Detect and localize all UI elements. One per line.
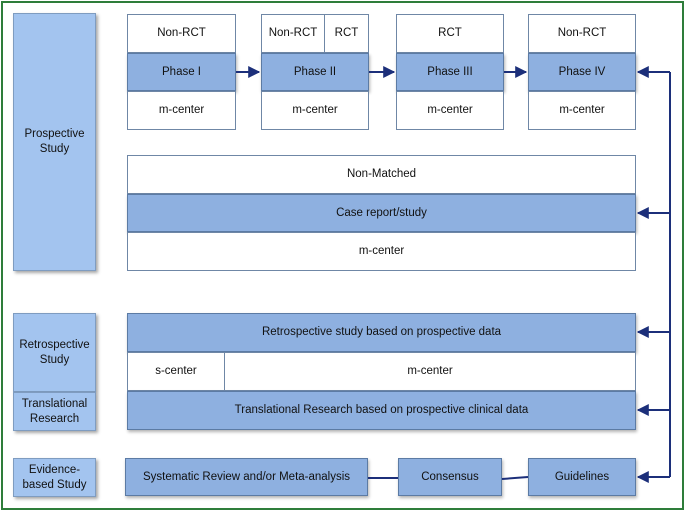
case-center-box: m-center [127, 232, 636, 271]
phase2-center-box: m-center [261, 91, 369, 130]
s-center-box: s-center [127, 352, 225, 391]
phase2-non-rct-label: Non-RCT [268, 27, 318, 40]
phase2-divider [324, 14, 325, 53]
phase1-center-box: m-center [127, 91, 236, 130]
phase1-design-box: Non-RCT [127, 14, 236, 53]
phase4-center-box: m-center [528, 91, 636, 130]
evidence-link-consensus-guidelines [501, 476, 529, 480]
evidence-based-study-label: Evidence-based Study [13, 458, 96, 497]
phase1-box: Phase I [127, 53, 236, 91]
phase2-box: Phase II [261, 53, 369, 91]
phase2-rct-label: RCT [334, 27, 359, 40]
phase3-box: Phase III [396, 53, 504, 91]
guidelines-box: Guidelines [528, 458, 636, 496]
phase2-design-box [261, 14, 369, 53]
retrospective-study-label: Retrospective Study [13, 313, 96, 392]
phase4-design-box: Non-RCT [528, 14, 636, 53]
phase3-design-box: RCT [396, 14, 504, 53]
prospective-study-label: Prospective Study [13, 13, 96, 271]
consensus-box: Consensus [398, 458, 502, 496]
translational-research-label: Translational Research [13, 392, 96, 431]
phase4-box: Phase IV [528, 53, 636, 91]
systematic-review-box: Systematic Review and/or Meta-analysis [125, 458, 368, 496]
case-report-box: Case report/study [127, 194, 636, 232]
retrospective-study-box: Retrospective study based on prospective… [127, 313, 636, 352]
phase3-center-box: m-center [396, 91, 504, 130]
non-matched-box: Non-Matched [127, 155, 636, 194]
translational-research-box: Translational Research based on prospect… [127, 391, 636, 430]
m-center-box: m-center [224, 352, 636, 391]
